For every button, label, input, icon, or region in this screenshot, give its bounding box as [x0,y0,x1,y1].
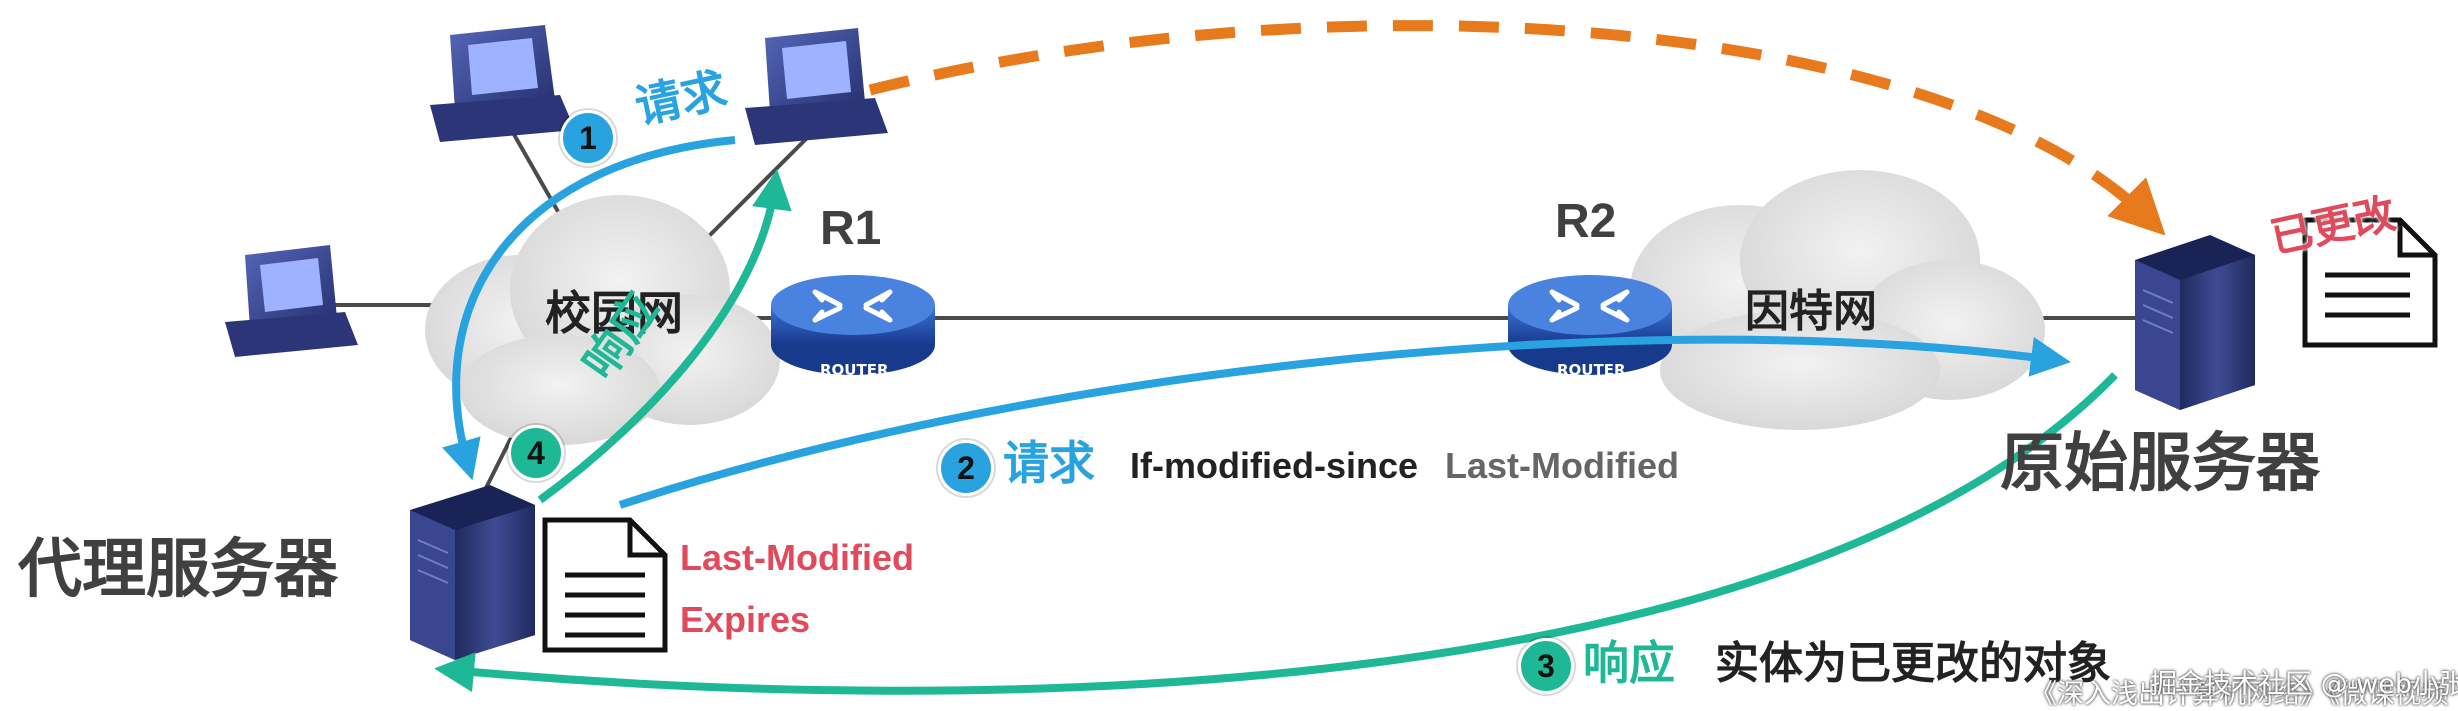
step3-badge: 3 [1518,638,1574,694]
arrow-step4-response [537,169,792,504]
proxy-server-label: 代理服务器 [18,533,338,607]
router1-text: ROUTER [820,361,889,379]
pc-top-left-icon [430,25,575,142]
router2-label: R2 [1555,195,1617,248]
router2-icon [1508,275,1672,375]
router2-text: ROUTER [1557,361,1626,379]
arrow-step3-response [434,372,2118,695]
router1-icon [771,275,935,375]
step2-number: 2 [957,449,975,486]
cache-field-last-modified: Last-Modified [680,537,914,578]
arrow-step1-request [442,136,736,481]
step3-label: 响应 [1583,636,1675,690]
dashed-arrow-to-origin [868,20,2166,236]
origin-server-label: 原始服务器 [2000,427,2320,501]
internet-label: 因特网 [1745,286,1877,337]
modified-document-icon [2302,217,2438,348]
campus-network-label: 校园网 [545,286,683,340]
router1-label: R1 [820,202,882,255]
step2-label: 请求 [1003,436,1095,490]
watermark-community: 掘金技术社区 @ web小张 [2150,669,2458,700]
origin-server-icon [2135,235,2255,410]
arrow-step2-request [618,335,2071,509]
step1-number: 1 [579,119,597,156]
step2-header: If-modified-since [1130,445,1419,486]
pc-top-right-icon [745,28,888,145]
step2-header-value: Last-Modified [1445,445,1679,486]
cache-field-expires: Expires [680,599,811,640]
step3-number: 3 [1537,647,1555,684]
watermark-book-title: 《深入浅出计算机网络》《微课视频 [2030,679,2449,710]
link-pc-top-right [698,133,812,247]
proxy-server-icon [410,485,535,660]
pc-left-icon [225,245,358,357]
cache-document-icon [542,517,668,653]
step4-number: 4 [527,434,545,471]
step3-detail: 实体为已更改的对象 [1715,638,2111,689]
step1-badge: 1 [560,110,616,166]
step2-badge: 2 [938,440,994,496]
step4-badge: 4 [508,425,564,481]
